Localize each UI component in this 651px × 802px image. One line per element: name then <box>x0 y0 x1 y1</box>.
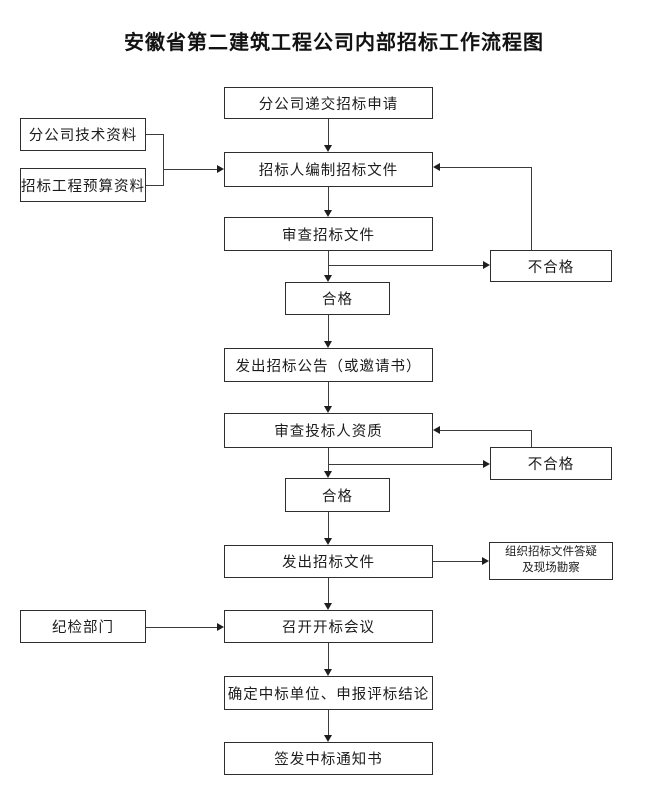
connector-issue-meeting <box>328 578 329 603</box>
node-issue-bid-docs: 发出招标文件 <box>224 545 433 578</box>
node-pass-1: 合格 <box>285 282 390 315</box>
connector-merge-prepare <box>163 169 217 170</box>
connector-quals-pass2 <box>328 448 329 471</box>
arrowhead-down-icon <box>324 210 332 217</box>
arrowhead-down-icon <box>324 538 332 545</box>
connector-tech-stub <box>146 134 163 135</box>
node-bid-opening-meeting: 召开开标会议 <box>224 610 433 643</box>
connector-merge-rail <box>163 134 164 186</box>
connector-pass2-issue <box>328 512 329 538</box>
node-determine-winner: 确定中标单位、申报评标结论 <box>224 676 433 710</box>
arrowhead-down-icon <box>324 275 332 282</box>
arrowhead-right-icon <box>482 557 489 565</box>
node-qa-site-survey: 组织招标文件答疑 及现场勘察 <box>489 542 613 580</box>
node-review-bid-docs: 审查招标文件 <box>224 217 433 251</box>
connector-determine-notice <box>328 710 329 735</box>
node-project-budget-data: 招标工程预算资料 <box>20 168 146 202</box>
connector-fail1-return <box>440 167 532 168</box>
node-prepare-bid-docs: 招标人编制招标文件 <box>224 152 433 187</box>
arrowhead-down-icon <box>324 735 332 742</box>
connector-branch-fail2 <box>328 464 483 465</box>
connector-discipline-meeting <box>146 627 217 628</box>
connector-issue-qa <box>433 561 482 562</box>
connector-meeting-determine <box>328 643 329 669</box>
connector-review-pass1 <box>328 251 329 275</box>
connector-fail2-up <box>531 430 532 447</box>
connector-announce-quals <box>328 382 329 406</box>
node-review-bidder-quals: 审查投标人资质 <box>224 413 433 448</box>
node-branch-tech-data: 分公司技术资料 <box>20 118 146 151</box>
arrowhead-down-icon <box>324 145 332 152</box>
node-issue-announcement: 发出招标公告（或邀请书） <box>224 348 433 382</box>
arrowhead-left-icon <box>433 426 440 434</box>
arrowhead-right-icon <box>483 261 490 269</box>
connector-budget-stub <box>146 185 163 186</box>
node-submit-application: 分公司递交招标申请 <box>224 87 433 119</box>
node-pass-2: 合格 <box>285 478 390 512</box>
connector-branch-fail1 <box>328 265 483 266</box>
arrowhead-down-icon <box>324 341 332 348</box>
node-discipline-department: 纪检部门 <box>20 610 146 643</box>
arrowhead-down-icon <box>324 406 332 413</box>
arrowhead-right-icon <box>217 165 224 173</box>
connector-prepare-review <box>328 187 329 210</box>
node-fail-2: 不合格 <box>490 447 612 480</box>
connector-pass1-announce <box>328 315 329 341</box>
qa-site-survey-line1: 组织招标文件答疑 <box>505 546 597 559</box>
connector-submit-prepare <box>328 119 329 145</box>
arrowhead-right-icon <box>217 623 224 631</box>
connector-fail2-return <box>440 430 532 431</box>
connector-fail1-up <box>531 167 532 250</box>
node-fail-1: 不合格 <box>490 250 612 282</box>
page-title: 安徽省第二建筑工程公司内部招标工作流程图 <box>124 32 544 54</box>
arrowhead-left-icon <box>433 163 440 171</box>
qa-site-survey-line2: 及现场勘察 <box>522 562 580 574</box>
arrowhead-down-icon <box>324 471 332 478</box>
node-issue-award-notice: 签发中标通知书 <box>224 742 433 775</box>
arrowhead-down-icon <box>324 669 332 676</box>
arrowhead-right-icon <box>483 460 490 468</box>
arrowhead-down-icon <box>324 603 332 610</box>
